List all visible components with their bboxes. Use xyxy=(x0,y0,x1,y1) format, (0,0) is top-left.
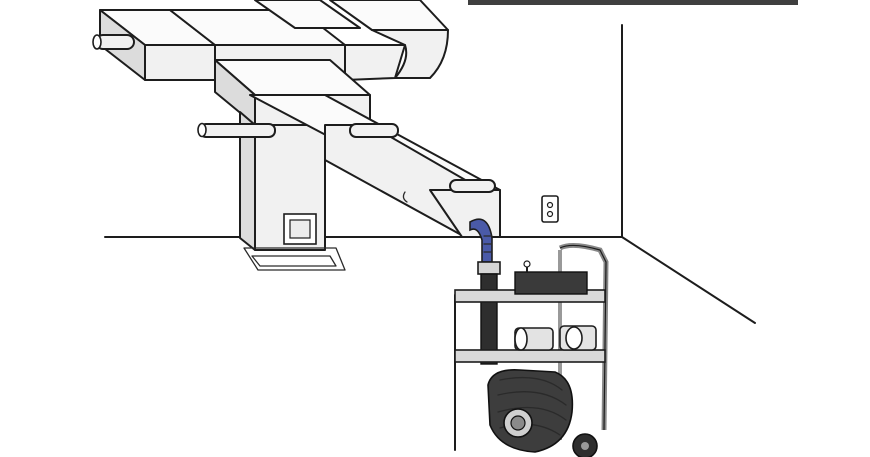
manometer-box xyxy=(514,260,588,295)
cart-wheel xyxy=(572,433,598,457)
coupler-fittings xyxy=(514,325,597,351)
blower-fan xyxy=(487,368,574,453)
duct-blaster-cart xyxy=(454,242,609,457)
plenum-access-panel xyxy=(283,213,317,245)
wall-outlet-icon xyxy=(541,195,559,223)
ductwork xyxy=(92,0,501,271)
cropped-title-glyphs xyxy=(468,0,798,5)
